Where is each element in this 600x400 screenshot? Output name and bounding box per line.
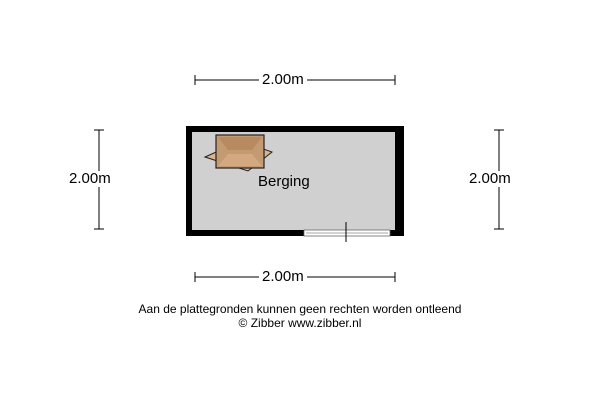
storage-boxes-icon <box>203 134 274 172</box>
dimension-label-left: 2.00m <box>66 171 114 187</box>
dimension-label-bottom: 2.00m <box>259 269 307 285</box>
room-label: Berging <box>258 173 310 190</box>
disclaimer-text: Aan de plattegronden kunnen geen rechten… <box>138 302 462 316</box>
window <box>303 222 391 242</box>
dimension-label-right: 2.00m <box>466 171 514 187</box>
dimension-label-top: 2.00m <box>259 72 307 88</box>
credit-text: © Zibber www.zibber.nl <box>238 316 362 330</box>
